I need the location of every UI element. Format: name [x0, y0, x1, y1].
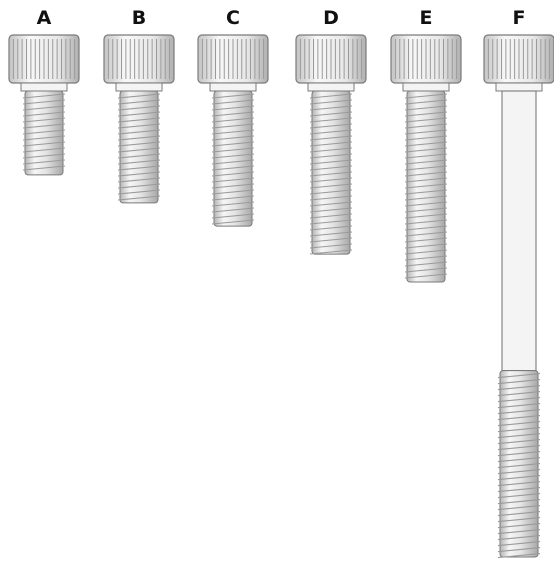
screw-c: C	[197, 7, 269, 227]
screw-threads	[117, 93, 161, 201]
screw-threads	[211, 93, 255, 225]
screw-label-c: C	[226, 7, 240, 29]
screw-collar	[402, 82, 450, 92]
screw-threads	[22, 93, 66, 171]
screw-threads	[404, 93, 448, 279]
screw-threaded-shank	[213, 90, 253, 227]
screw-collar	[20, 82, 68, 92]
screw-threaded-shank	[24, 90, 64, 176]
screw-a-body	[8, 34, 80, 176]
screw-label-b: B	[132, 7, 146, 29]
screw-threads	[309, 93, 353, 255]
head-knurling	[201, 39, 265, 79]
head-knurling	[299, 39, 363, 79]
screw-d-body	[295, 34, 367, 255]
screw-e: E	[390, 7, 462, 283]
head-knurling	[12, 39, 76, 79]
screw-threads	[497, 373, 541, 559]
screw-plain-shank	[501, 90, 537, 372]
screw-a: A	[8, 7, 80, 176]
screw-b-body	[103, 34, 175, 204]
screw-label-f: F	[513, 7, 526, 29]
screw-collar	[115, 82, 163, 92]
screw-f-body	[483, 34, 554, 559]
screw-e-body	[390, 34, 462, 283]
head-knurling	[394, 39, 458, 79]
screw-collar	[209, 82, 257, 92]
screw-b: B	[103, 7, 175, 204]
screw-d: D	[295, 7, 367, 255]
screw-collar	[495, 82, 543, 92]
screw-label-e: E	[420, 7, 433, 29]
screw-label-a: A	[37, 7, 52, 29]
head-knurling	[487, 39, 551, 79]
screw-c-body	[197, 34, 269, 227]
screw-f: F	[483, 7, 554, 559]
screw-collar	[307, 82, 355, 92]
head-knurling	[107, 39, 171, 79]
screw-label-d: D	[323, 7, 339, 29]
